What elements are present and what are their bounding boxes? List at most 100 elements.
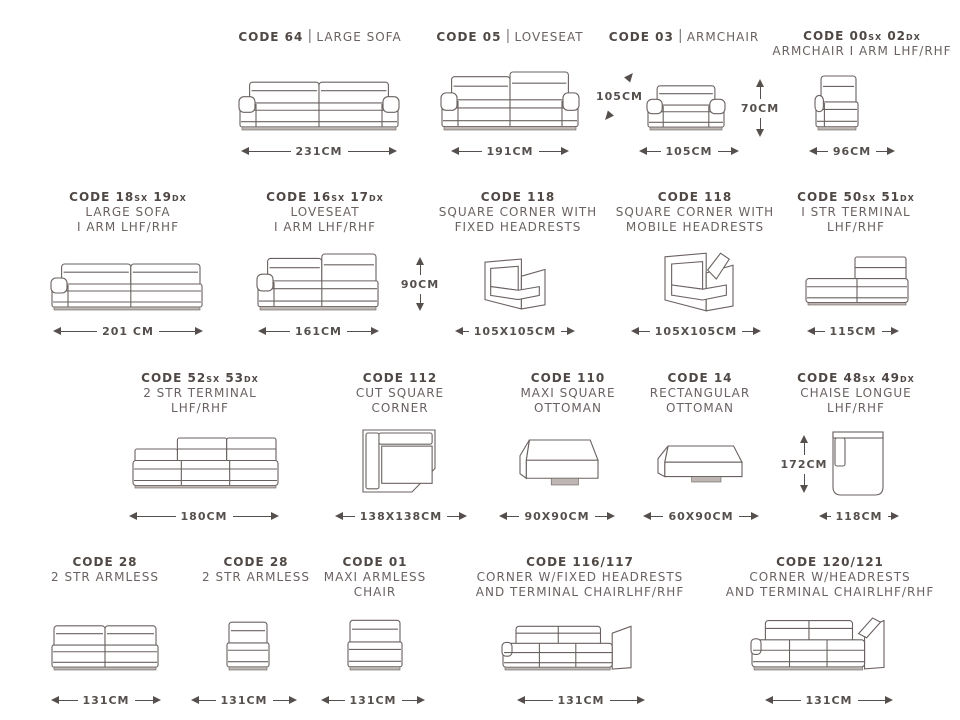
height-label: 172CM xyxy=(780,457,828,471)
sofa-drawing xyxy=(238,81,400,131)
width-dimension: 138X138CM xyxy=(332,509,470,523)
seat-body xyxy=(132,459,279,487)
corner-drawing xyxy=(484,258,546,310)
module-name-line: CORNER xyxy=(371,401,429,415)
ottoman-front xyxy=(525,459,599,479)
height-label: 90CM xyxy=(400,277,440,291)
down-arrow-icon xyxy=(415,293,424,311)
lcorner-drawing xyxy=(750,617,885,671)
width-dimension: 118CM xyxy=(816,509,902,523)
module-name-line: CORNER W/FIXED HEADRESTS xyxy=(476,570,684,584)
module-code: CODE 28 xyxy=(223,555,289,569)
base xyxy=(134,485,277,489)
height-dimension: 70CM xyxy=(738,78,782,138)
right-arrow-icon xyxy=(272,695,297,704)
left-arrow-icon xyxy=(321,695,345,704)
corner-drawing xyxy=(664,252,734,312)
left-arrow-icon xyxy=(241,146,291,155)
left-arm xyxy=(814,94,824,113)
base xyxy=(504,666,611,671)
module-name: ARMCHAIR xyxy=(686,30,760,44)
base xyxy=(817,126,857,131)
dimension-label: 118CM xyxy=(835,509,883,523)
module-code: CODE 05 xyxy=(436,30,502,44)
module-name-line: MAXI ARMLESS xyxy=(323,570,427,584)
seat-body xyxy=(226,642,270,668)
module-name-line: I ARM LHF/RHF xyxy=(76,220,179,234)
module-code: CODE 112 xyxy=(362,371,438,385)
module-name-line: I STR TERMINAL xyxy=(801,205,911,219)
module-code: CODE 118 xyxy=(480,190,556,204)
cut-drawing xyxy=(362,429,436,493)
title-divider xyxy=(679,29,681,43)
seat-body xyxy=(347,641,403,668)
right-arrow-icon xyxy=(876,146,895,155)
dimension-label: 105X105CM xyxy=(654,324,738,338)
module-code: CODE 16sx 17dx xyxy=(266,190,384,204)
left-arrow-icon xyxy=(191,695,216,704)
dimension-label: 60X90CM xyxy=(668,509,734,523)
module-code: CODE 120/121 xyxy=(776,555,884,569)
right-arrow-icon xyxy=(232,511,279,520)
module-name-line: LHF/RHF xyxy=(827,401,885,415)
dimension-label: 131CM xyxy=(805,693,853,707)
right-arrow-icon xyxy=(401,695,425,704)
sofa-drawing xyxy=(646,85,726,131)
width-dimension: 201 CM xyxy=(50,324,206,338)
module-name-line: CHAISE LONGUE xyxy=(800,386,912,400)
right-arrow-icon xyxy=(717,146,739,155)
right-arm xyxy=(562,92,580,111)
left-arrow-icon xyxy=(129,511,176,520)
right-arrow-icon xyxy=(158,326,204,335)
right-arrow-icon xyxy=(134,695,161,704)
dimension-label: 131CM xyxy=(349,693,397,707)
seat-body xyxy=(502,642,613,668)
inner-cushion xyxy=(671,261,704,290)
title-divider xyxy=(507,29,509,43)
right-arrow-icon xyxy=(561,326,575,335)
module-name-line: LARGE SOFA xyxy=(85,205,171,219)
module-name-line: OTTOMAN xyxy=(534,401,602,415)
left-arrow-icon xyxy=(498,511,520,520)
module-name-line: 2 STR TERMINAL xyxy=(143,386,257,400)
left-arrow-icon xyxy=(52,326,98,335)
ottoman-side xyxy=(657,445,669,478)
dimension-label: 180CM xyxy=(180,509,228,523)
width-dimension: 191CM xyxy=(448,144,572,158)
dimension-label: 138X138CM xyxy=(359,509,443,523)
left-arm xyxy=(238,96,256,113)
module-name-line: MAXI SQUARE xyxy=(520,386,616,400)
left-arrow-icon xyxy=(455,326,469,335)
ottoman-front xyxy=(664,461,743,478)
right-arrow-icon xyxy=(347,146,397,155)
module-code: CODE 64 xyxy=(238,30,304,44)
right-arrow-icon xyxy=(887,511,899,520)
height-dimension: 90CM xyxy=(398,256,442,312)
sofa-drawing xyxy=(347,619,403,671)
base xyxy=(753,666,863,671)
right-arrow-icon xyxy=(609,695,645,704)
module-code: CODE 14 xyxy=(667,371,733,385)
depth-label: 105CM xyxy=(596,90,643,103)
width-dimension: 105CM xyxy=(636,144,742,158)
dimension-label: 161CM xyxy=(295,324,342,338)
left-arrow-icon xyxy=(257,326,291,335)
width-dimension: 131CM xyxy=(762,693,896,707)
ottoman-top xyxy=(664,445,743,463)
module-code: CODE 00sx 02dx xyxy=(803,29,921,43)
ottoman-side xyxy=(519,439,530,480)
dimension-label: 131CM xyxy=(557,693,605,707)
back-cushion xyxy=(832,431,884,439)
right-arrow-icon xyxy=(538,146,569,155)
up-arrow-icon xyxy=(415,257,424,275)
seat-cushion xyxy=(381,445,433,484)
